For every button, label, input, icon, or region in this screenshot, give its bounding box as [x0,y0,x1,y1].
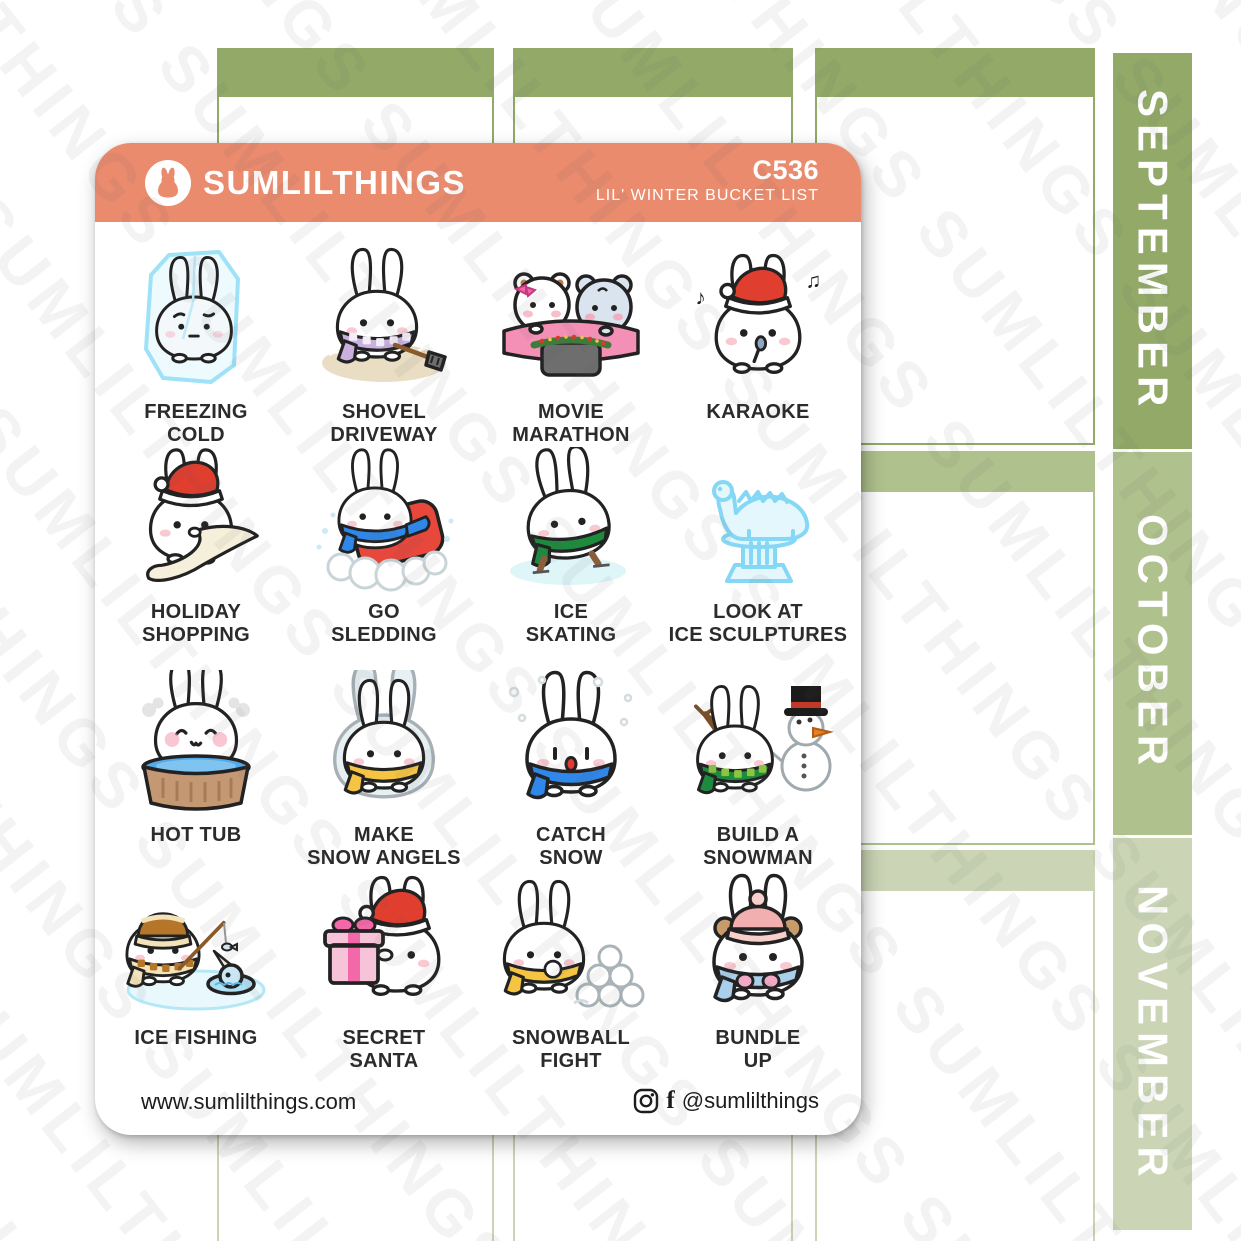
tab-november-label: NOVEMBER [1129,884,1177,1184]
snow-angel-bunny-icon [333,670,435,799]
planner-box-body [815,891,1095,1241]
sticker-snowman-bunny: BUILD A SNOWMAN [665,670,851,870]
product-name: LIL' WINTER BUCKET LIST [595,187,819,204]
karaoke-bunny-icon: ♪ ♫ [695,253,822,374]
sticker-secret-santa-bunny: SECRET SANTA [291,873,477,1073]
sticker-snow-angel-bunny: MAKE SNOW ANGELS [291,670,477,870]
sticker-label: HOLIDAY SHOPPING [142,601,250,646]
sticker-label: MOVIE MARATHON [512,401,630,446]
sticker-ice-sculpture: LOOK AT ICE SCULPTURES [665,447,851,647]
movie-hamsters-icon [502,272,640,377]
sticker-label: MAKE SNOW ANGELS [307,824,461,869]
frozen-bunny-icon [144,250,240,384]
sticker-label: CATCH SNOW [535,824,606,869]
sticker-shopping-bunny: HOLIDAY SHOPPING [103,447,289,647]
sticker-skating-bunny: ICE SKATING [478,447,664,647]
sticker-label: BUNDLE UP [715,1027,801,1072]
sticker-frozen-bunny: FREEZING COLD [103,247,289,447]
instagram-icon [634,1088,659,1114]
sticker-label: KARAOKE [706,401,810,423]
svg-text:♫: ♫ [806,269,822,292]
planner-box-header [815,850,1095,891]
sticker-label: FREEZING COLD [144,401,248,446]
facebook-icon: f [666,1087,675,1114]
tab-october-label: OCTOBER [1129,514,1177,773]
ice-fishing-bunny-icon [125,912,266,1011]
product-code: C536 [752,155,819,185]
sheet-footer: www.sumlilthings.com f @sumlilthings [95,1087,861,1117]
sticker-label: LOOK AT ICE SCULPTURES [668,601,848,646]
sledding-bunny-icon [316,448,454,592]
hot-tub-bunny-icon [141,670,251,811]
ice-sculpture-icon [712,480,810,583]
sticker-hot-tub-bunny: HOT TUB [103,670,289,847]
sticker-label: SECRET SANTA [342,1027,426,1072]
planner-box-body [815,492,1095,845]
brand-name: SUMLILTHINGS [203,163,467,201]
sticker-label: SNOWBALL FIGHT [512,1027,630,1072]
shovel-bunny-icon [322,247,451,382]
website-url: www.sumlilthings.com [141,1089,357,1114]
shopping-bunny-icon [146,448,259,582]
planner-box-header [217,48,494,97]
bundled-bunny-icon [712,873,804,1003]
secret-santa-bunny-icon [323,875,441,996]
sticker-catch-snow-bunny: CATCH SNOW [478,670,664,870]
bunny-logo-icon [158,167,178,197]
sticker-sheet: SUMLILTHINGS C536 LIL' WINTER BUCKET LIS… [95,143,861,1135]
tab-september-label: SEPTEMBER [1129,88,1177,414]
svg-text:♪: ♪ [695,286,705,309]
sheet-header: SUMLILTHINGS C536 LIL' WINTER BUCKET LIS… [95,143,861,222]
sticker-label: SHOVEL DRIVEWAY [330,401,438,446]
sticker-movie-hamsters: MOVIE MARATHON [478,247,664,447]
planner-box-header [513,48,793,97]
sticker-label: ICE FISHING [134,1027,258,1049]
sticker-shovel-bunny: SHOVEL DRIVEWAY [291,247,477,447]
snowman-bunny-icon [693,685,834,795]
tab-september: SEPTEMBER [1113,53,1192,449]
sticker-label: ICE SKATING [525,601,617,646]
planner-box-body [815,97,1095,445]
tab-october: OCTOBER [1113,452,1192,835]
snowball-bunny-icon [502,879,645,1008]
skating-bunny-icon [510,447,626,585]
sticker-snowball-bunny: SNOWBALL FIGHT [478,873,664,1073]
sticker-bundled-bunny: BUNDLE UP [665,873,851,1073]
sticker-sledding-bunny: GO SLEDDING [291,447,477,647]
tab-november: NOVEMBER [1113,838,1192,1230]
brand-logo [145,159,191,206]
sticker-ice-fishing-bunny: ICE FISHING [103,873,289,1050]
sticker-karaoke-bunny: ♪ ♫ KARAOKE [665,247,851,424]
planner-box-header [815,48,1095,97]
catch-snow-bunny-icon [508,670,633,800]
social-handle: @sumlilthings [681,1088,819,1113]
planner-box-header [815,451,1095,492]
sticker-label: GO SLEDDING [331,601,437,646]
sticker-label: BUILD A SNOWMAN [703,824,813,869]
sticker-label: HOT TUB [150,824,242,846]
